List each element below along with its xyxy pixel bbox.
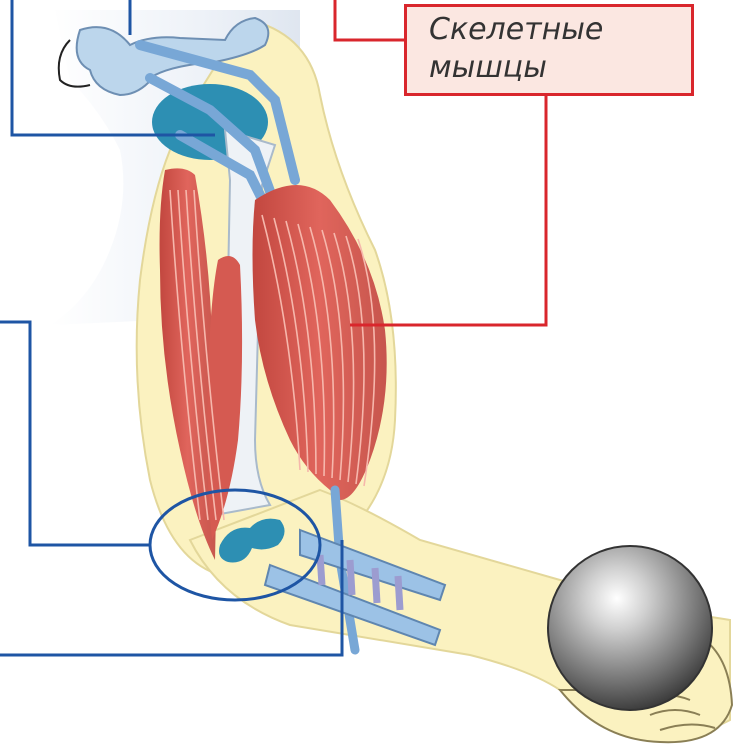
callout-line-muscle-top xyxy=(335,0,404,40)
callout-line-elbow xyxy=(0,322,150,545)
ball xyxy=(548,546,712,710)
skeletal-muscles-label: Скелетные мышцы xyxy=(404,4,694,96)
label-line-2: мышцы xyxy=(429,49,681,87)
label-line-1: Скелетные xyxy=(429,11,681,49)
